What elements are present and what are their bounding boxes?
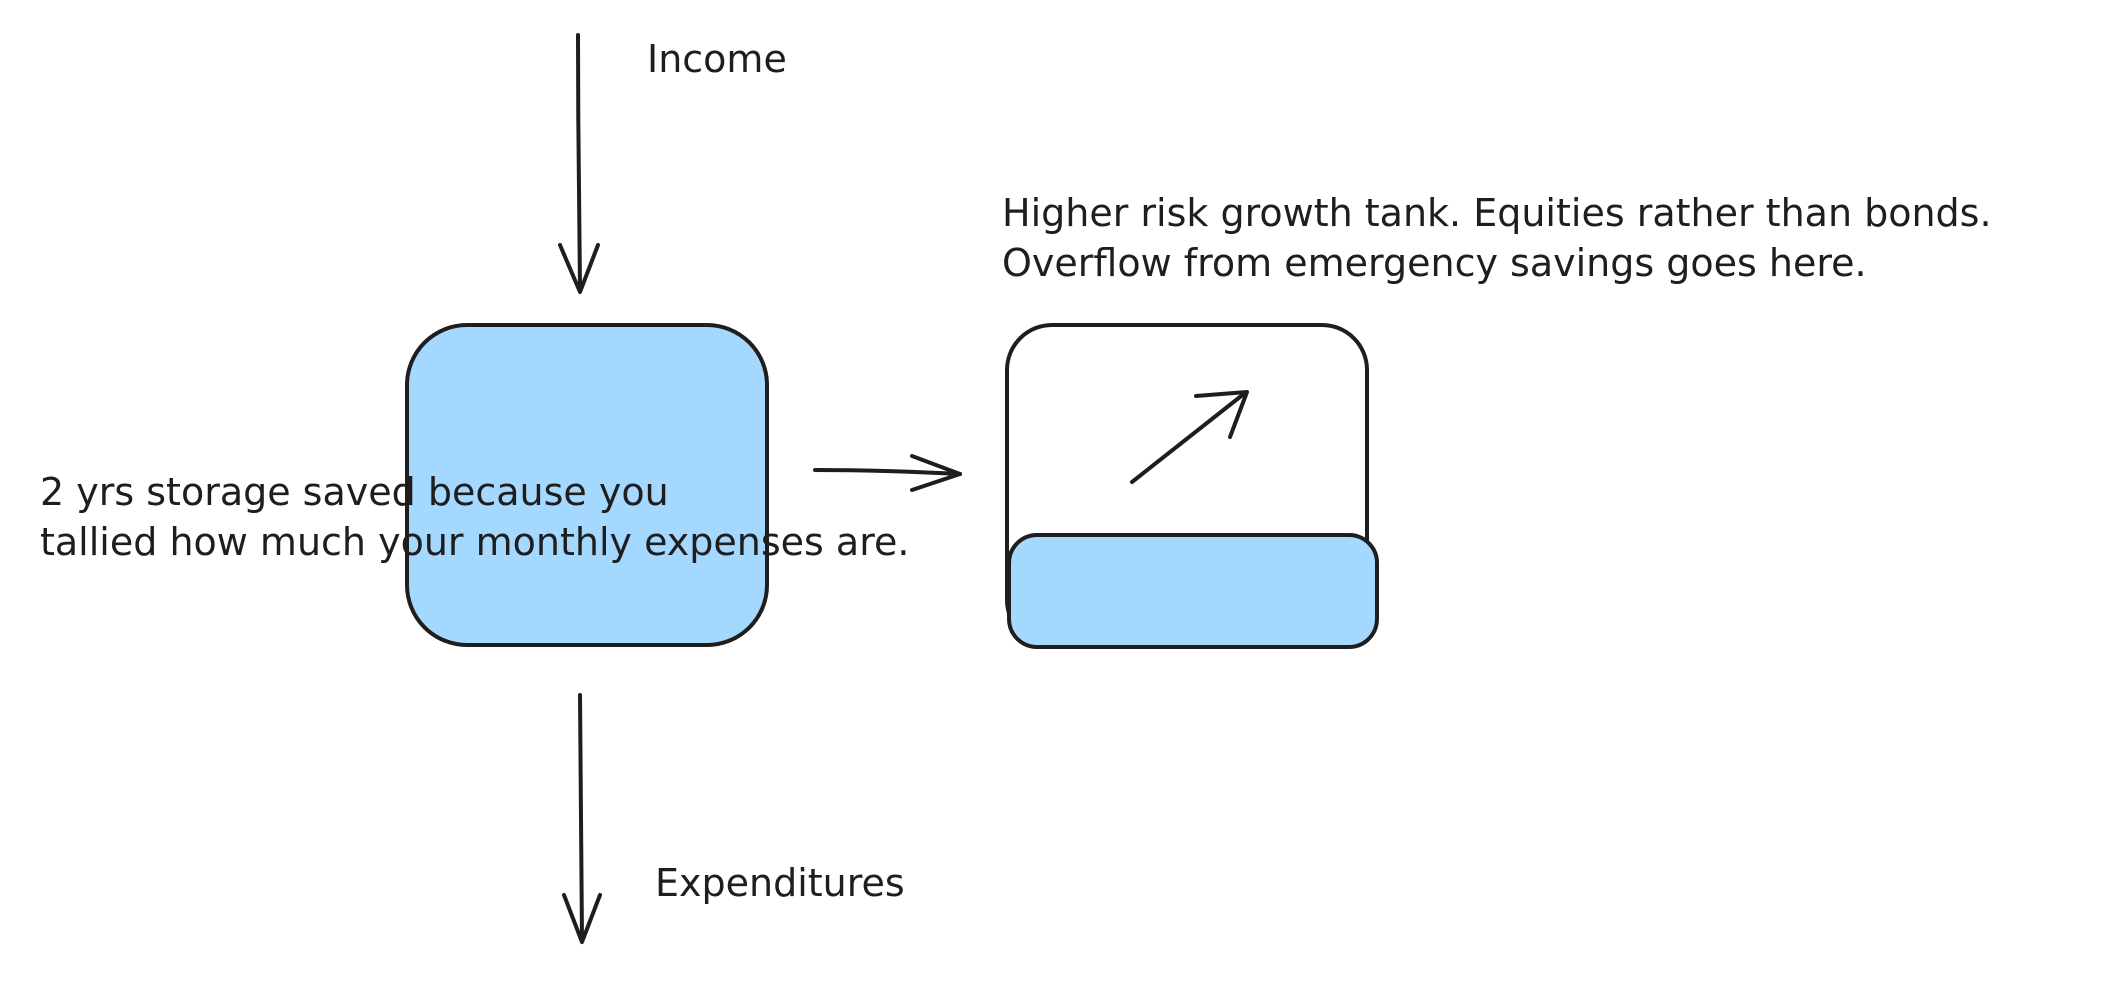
income-arrow [558, 33, 600, 294]
growth-tank [1005, 323, 1379, 649]
growth-up-arrow-icon [1130, 390, 1249, 484]
growth-text-line-2: Overflow from emergency savings goes her… [1002, 241, 1867, 285]
emergency-savings-tank [405, 323, 769, 647]
expenditures-label: Expenditures [655, 861, 905, 905]
expenditures-arrow [562, 693, 602, 944]
growth-tank-fill [1007, 533, 1379, 649]
overflow-arrow [813, 454, 962, 492]
growth-text-line-1: Higher risk growth tank. Equities rather… [1002, 191, 1992, 235]
savings-text-line-2: tallied how much your monthly expenses a… [40, 520, 909, 564]
savings-text-line-1: 2 yrs storage saved because you [40, 470, 669, 514]
income-label: Income [647, 37, 787, 81]
